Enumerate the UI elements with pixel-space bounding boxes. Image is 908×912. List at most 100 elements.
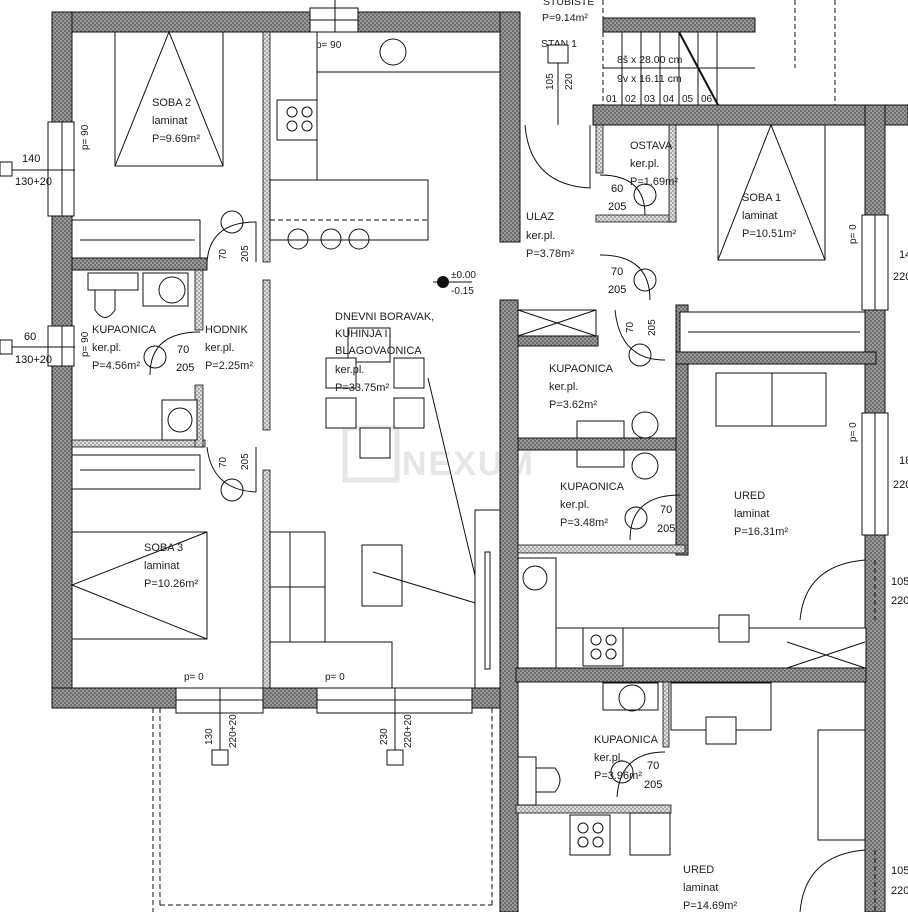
svg-text:70: 70 — [660, 504, 672, 516]
svg-text:220+20: 220+20 — [403, 714, 414, 748]
svg-text:P=16.31m²: P=16.31m² — [734, 526, 788, 538]
svg-text:KUPAONICA: KUPAONICA — [549, 363, 614, 375]
svg-text:05: 05 — [682, 94, 694, 105]
svg-text:SOBA 1: SOBA 1 — [742, 192, 781, 204]
svg-text:p= 0: p= 0 — [325, 672, 345, 683]
svg-text:03: 03 — [644, 94, 656, 105]
svg-text:P=3.96m²: P=3.96m² — [594, 770, 642, 782]
svg-text:220: 220 — [893, 479, 908, 491]
svg-text:p= 90: p= 90 — [316, 40, 342, 51]
svg-text:70: 70 — [647, 760, 659, 772]
svg-text:60: 60 — [611, 183, 623, 195]
svg-text:ker.pl.: ker.pl. — [335, 364, 364, 376]
svg-text:01: 01 — [606, 94, 618, 105]
room-kupaonica-1: KUPAONICA ker.pl. P=4.56m² — [92, 324, 157, 372]
svg-text:220: 220 — [891, 595, 908, 607]
svg-text:130+20: 130+20 — [15, 176, 52, 188]
svg-text:205: 205 — [647, 319, 658, 336]
svg-text:70: 70 — [218, 456, 229, 468]
svg-text:ker.pl.: ker.pl. — [560, 499, 589, 511]
svg-text:P=14.69m²: P=14.69m² — [683, 900, 737, 912]
svg-text:130: 130 — [204, 728, 215, 745]
interior-walls — [71, 31, 877, 814]
svg-text:140: 140 — [22, 153, 40, 165]
svg-text:205: 205 — [644, 779, 662, 791]
room-labels: SOBA 2 laminat P=9.69m² KUPAONICA ker.pl. P=… — [92, 97, 796, 912]
svg-text:ker.pl.: ker.pl. — [205, 342, 234, 354]
room-kupaonica-2: KUPAONICA ker.pl. P=3.62m² — [549, 363, 614, 411]
svg-text:130+20: 130+20 — [15, 354, 52, 366]
svg-text:SOBA 2: SOBA 2 — [152, 97, 191, 109]
svg-text:P=3.48m²: P=3.48m² — [560, 517, 608, 529]
svg-text:P=10.51m²: P=10.51m² — [742, 228, 796, 240]
svg-text:205: 205 — [240, 245, 251, 262]
svg-text:P=9.14m²: P=9.14m² — [542, 12, 588, 24]
level-marker: ±0.00 -0.15 — [433, 270, 476, 297]
svg-text:ker.pl.: ker.pl. — [92, 342, 121, 354]
svg-text:P=4.56m²: P=4.56m² — [92, 360, 140, 372]
svg-text:URED: URED — [683, 864, 714, 876]
svg-text:SOBA 3: SOBA 3 — [144, 542, 183, 554]
svg-text:70: 70 — [177, 344, 189, 356]
svg-text:KUPAONICA: KUPAONICA — [560, 481, 625, 493]
svg-text:p= 0: p= 0 — [848, 224, 859, 244]
svg-text:04: 04 — [663, 94, 675, 105]
staircase: STUBIŠTE P=9.14m² STAN 1 8š x 28.00 cm 9… — [524, 0, 836, 189]
room-kupaonica-4: KUPAONICA ker.pl. P=3.96m² — [594, 734, 659, 782]
svg-text:OSTAVA: OSTAVA — [630, 140, 673, 152]
svg-text:ker.pl.: ker.pl. — [594, 752, 623, 764]
svg-text:205: 205 — [240, 453, 251, 470]
svg-text:70: 70 — [218, 248, 229, 260]
svg-text:KUPAONICA: KUPAONICA — [92, 324, 157, 336]
svg-text:HODNIK: HODNIK — [205, 324, 248, 336]
svg-text:220+20: 220+20 — [228, 714, 239, 748]
svg-text:p= 0: p= 0 — [848, 422, 859, 442]
svg-text:9v x 16.11 cm: 9v x 16.11 cm — [617, 73, 682, 85]
svg-text:P=3.78m²: P=3.78m² — [526, 248, 574, 260]
furniture — [70, 30, 867, 856]
svg-text:60: 60 — [24, 331, 36, 343]
svg-text:laminat: laminat — [144, 560, 179, 572]
room-kupaonica-3: KUPAONICA ker.pl. P=3.48m² — [560, 481, 625, 529]
room-dnevni-boravak: DNEVNI BORAVAK,KUHINJA IBLAGOVAONICAker.… — [335, 311, 434, 394]
svg-text:KUPAONICA: KUPAONICA — [594, 734, 659, 746]
svg-text:105: 105 — [545, 73, 556, 90]
svg-text:230: 230 — [379, 728, 390, 745]
svg-text:205: 205 — [608, 284, 626, 296]
svg-text:ker.pl.: ker.pl. — [630, 158, 659, 170]
svg-text:p= 90: p= 90 — [80, 331, 91, 357]
svg-text:18: 18 — [899, 455, 908, 467]
svg-text:P=10.26m²: P=10.26m² — [144, 578, 198, 590]
svg-text:8š x 28.00 cm: 8š x 28.00 cm — [617, 54, 683, 66]
svg-text:70: 70 — [625, 321, 636, 333]
svg-text:p= 90: p= 90 — [80, 124, 91, 150]
dimension-leaders — [0, 0, 404, 766]
svg-text:220: 220 — [891, 885, 908, 897]
svg-text:220: 220 — [564, 73, 575, 90]
svg-text:06: 06 — [701, 94, 713, 105]
svg-text:105: 105 — [891, 865, 908, 877]
svg-text:P=33.75m²: P=33.75m² — [335, 382, 389, 394]
svg-text:P=9.69m²: P=9.69m² — [152, 133, 200, 145]
svg-text:BLAGOVAONICA: BLAGOVAONICA — [335, 345, 422, 357]
svg-text:P=2.25m²: P=2.25m² — [205, 360, 253, 372]
svg-text:P=3.62m²: P=3.62m² — [549, 399, 597, 411]
svg-text:laminat: laminat — [734, 508, 769, 520]
doors — [143, 174, 866, 912]
svg-text:205: 205 — [176, 362, 194, 374]
svg-text:±0.00: ±0.00 — [451, 270, 476, 281]
room-hodnik: HODNIK ker.pl. P=2.25m² — [205, 324, 253, 372]
svg-text:220: 220 — [893, 271, 908, 283]
svg-text:ULAZ: ULAZ — [526, 211, 554, 223]
svg-text:70: 70 — [611, 266, 623, 278]
svg-text:URED: URED — [734, 490, 765, 502]
svg-text:-0.15: -0.15 — [451, 286, 474, 297]
svg-text:ker.pl.: ker.pl. — [549, 381, 578, 393]
